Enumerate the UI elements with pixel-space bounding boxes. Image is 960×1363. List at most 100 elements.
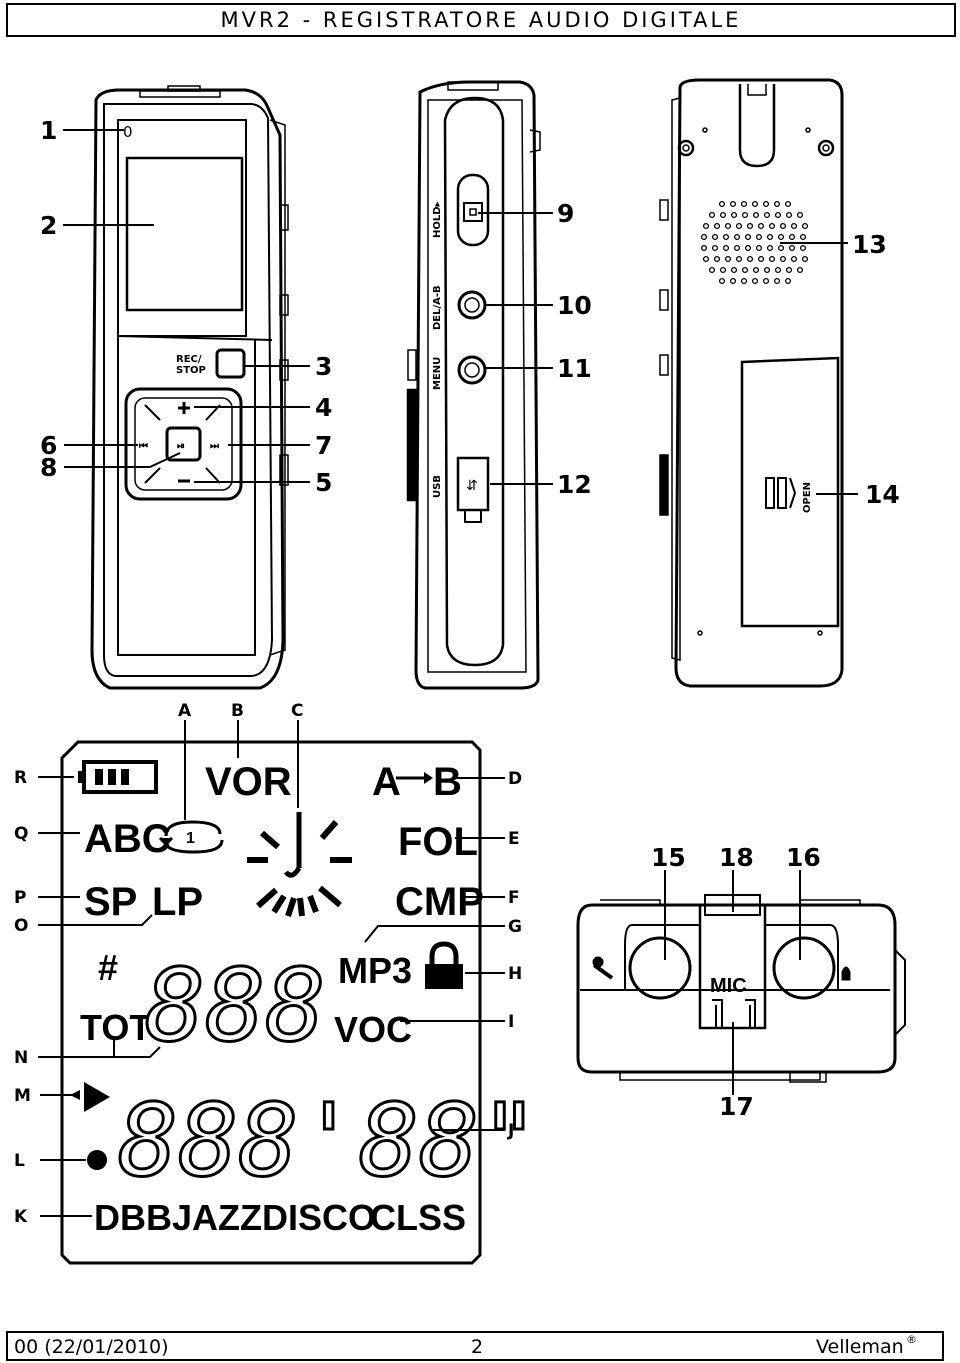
lcd-dbb: DBB bbox=[94, 1197, 172, 1238]
lcd-digits-3: 888 bbox=[145, 947, 326, 1064]
lock-icon bbox=[425, 941, 463, 989]
speaker-grille bbox=[700, 200, 809, 285]
front-view bbox=[90, 85, 289, 690]
speaker-hole bbox=[766, 233, 774, 241]
battery-cover[interactable] bbox=[740, 356, 840, 628]
open-arrow-icon bbox=[765, 477, 797, 509]
battery-icon bbox=[82, 760, 158, 794]
speaker-hole bbox=[751, 200, 759, 208]
del-ab-label: DEL/A-B bbox=[432, 285, 443, 330]
speaker-hole bbox=[788, 244, 796, 252]
lcd-jazz: JAZZ bbox=[172, 1197, 262, 1238]
lcd-fol: FOL bbox=[398, 820, 478, 864]
callout-7: 7 bbox=[315, 431, 332, 460]
callout-o: O bbox=[14, 916, 28, 936]
speaker-hole bbox=[700, 233, 708, 241]
lcd-leaders bbox=[38, 720, 505, 1217]
callout-10: 10 bbox=[557, 291, 592, 320]
lcd-panel: VOR A B ABC 1 FOL SP LP CMP MP3 bbox=[60, 740, 541, 1265]
speaker-hole bbox=[718, 277, 726, 285]
callout-m: M bbox=[14, 1086, 31, 1106]
speaker-hole bbox=[735, 255, 743, 263]
speaker-hole bbox=[711, 233, 719, 241]
callout-2: 2 bbox=[40, 211, 57, 240]
speaker-hole bbox=[740, 200, 748, 208]
front-mark: 0 bbox=[123, 123, 133, 141]
speaker-hole bbox=[762, 200, 770, 208]
speaker-hole bbox=[774, 211, 782, 219]
speaker-hole bbox=[773, 200, 781, 208]
callout-a: A bbox=[178, 701, 192, 721]
footer-revision: 00 (22/01/2010) bbox=[14, 1336, 169, 1358]
lcd-disco: DISCO bbox=[262, 1197, 376, 1238]
callout-h: H bbox=[508, 964, 522, 984]
callout-9: 9 bbox=[557, 199, 574, 228]
callout-14: 14 bbox=[865, 480, 900, 509]
play-pause-button[interactable] bbox=[165, 426, 202, 462]
speaker-hole bbox=[784, 200, 792, 208]
callout-g: G bbox=[508, 917, 522, 937]
speaker-hole bbox=[729, 277, 737, 285]
callout-p: P bbox=[14, 888, 26, 908]
speaker-hole bbox=[722, 244, 730, 252]
lcd-repeat-1: 1 bbox=[186, 830, 195, 847]
headphone-jack[interactable] bbox=[772, 936, 836, 1000]
page-title: MVR2 - REGISTRATORE AUDIO DIGITALE bbox=[6, 3, 956, 37]
rec-stop-button[interactable] bbox=[215, 348, 246, 379]
speaker-hole bbox=[762, 277, 770, 285]
speaker-hole bbox=[768, 255, 776, 263]
callout-3: 3 bbox=[315, 352, 332, 381]
speaker-hole bbox=[790, 222, 798, 230]
menu-label: MENU bbox=[432, 357, 443, 390]
speaker-hole bbox=[755, 233, 763, 241]
speaker-hole bbox=[733, 244, 741, 252]
speaker-hole bbox=[744, 244, 752, 252]
hold-label: HOLD▸ bbox=[432, 201, 443, 238]
belt-clip bbox=[738, 84, 776, 168]
speaker-hole bbox=[733, 233, 741, 241]
lcd-note-icon bbox=[247, 812, 352, 917]
callout-13: 13 bbox=[852, 230, 887, 259]
callout-r: R bbox=[14, 768, 27, 788]
callout-11: 11 bbox=[557, 354, 592, 383]
lcd-tot: TOT bbox=[80, 1007, 151, 1048]
speaker-hole bbox=[768, 222, 776, 230]
callout-6: 6 bbox=[40, 431, 57, 460]
speaker-hole bbox=[708, 266, 716, 274]
callout-d: D bbox=[508, 769, 522, 789]
callout-8: 8 bbox=[40, 453, 57, 482]
speaker-hole bbox=[799, 233, 807, 241]
speaker-hole bbox=[711, 244, 719, 252]
callout-q: Q bbox=[14, 824, 28, 844]
speaker-hole bbox=[785, 211, 793, 219]
front-leaders bbox=[63, 129, 310, 483]
speaker-hole bbox=[713, 255, 721, 263]
mic-jack[interactable] bbox=[628, 936, 692, 1000]
hold-switch[interactable] bbox=[456, 173, 490, 247]
callout-b: B bbox=[231, 701, 244, 721]
lcd-digits-time: 888'88" bbox=[118, 1082, 539, 1199]
speaker-hole bbox=[752, 266, 760, 274]
lcd-mp3: MP3 bbox=[338, 950, 412, 991]
footer-page-number: 2 bbox=[471, 1336, 484, 1358]
rec-stop-label-2: STOP bbox=[176, 365, 206, 376]
speaker-hole bbox=[779, 222, 787, 230]
speaker-hole bbox=[801, 255, 809, 263]
lcd-sp: SP bbox=[84, 880, 137, 924]
rec-stop-label-1: REC/ bbox=[176, 354, 202, 365]
callout-1: 1 bbox=[40, 116, 57, 145]
speaker-hole bbox=[724, 255, 732, 263]
speaker-hole bbox=[702, 255, 710, 263]
bottom-view bbox=[576, 894, 906, 1083]
speaker-hole bbox=[730, 211, 738, 219]
menu-button[interactable] bbox=[457, 355, 487, 385]
back-view bbox=[659, 78, 844, 688]
speaker-hole bbox=[700, 244, 708, 252]
speaker-hole bbox=[746, 255, 754, 263]
front-display bbox=[125, 156, 244, 312]
next-icon: ⏭ bbox=[210, 441, 219, 452]
front-transport-icons: ⏮ ⏯ ⏭ bbox=[139, 441, 219, 452]
del-ab-button[interactable] bbox=[457, 290, 487, 320]
lcd-lp: LP bbox=[152, 880, 203, 924]
